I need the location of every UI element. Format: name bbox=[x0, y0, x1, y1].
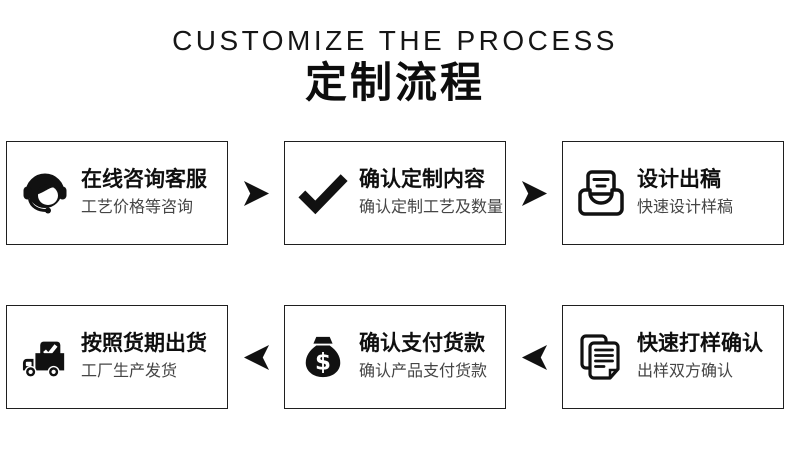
left-arrow-icon bbox=[506, 344, 562, 371]
step-subtitle: 工艺价格等咨询 bbox=[81, 199, 194, 216]
step-box-sample-confirm: 快速打样确认 出样双方确认 bbox=[562, 305, 784, 409]
step-box-design-draft: 设计出稿 快速设计样稿 bbox=[562, 141, 784, 245]
customer-service-icon bbox=[20, 168, 70, 218]
step-title: 设计出稿 bbox=[637, 168, 721, 191]
documents-icon bbox=[576, 332, 626, 382]
check-icon bbox=[298, 168, 348, 218]
step-subtitle: 确认产品支付货款 bbox=[359, 363, 488, 380]
step-subtitle: 工厂生产发货 bbox=[81, 363, 178, 380]
delivery-truck-icon bbox=[20, 332, 70, 382]
step-box-online-consult: 在线咨询客服 工艺价格等咨询 bbox=[6, 141, 228, 245]
page-title-english: CUSTOMIZE THE PROCESS bbox=[172, 25, 618, 56]
step-subtitle: 出样双方确认 bbox=[637, 363, 734, 380]
design-draft-icon bbox=[576, 168, 626, 218]
step-title: 在线咨询客服 bbox=[81, 168, 207, 191]
page-title-chinese: 定制流程 bbox=[304, 59, 485, 106]
process-row-1: 在线咨询客服 工艺价格等咨询 确认定制内容 确认定制工艺及数量 bbox=[6, 141, 784, 245]
step-title: 按照货期出货 bbox=[81, 332, 207, 355]
step-subtitle: 确认定制工艺及数量 bbox=[359, 199, 504, 216]
right-arrow-icon bbox=[506, 180, 562, 207]
step-box-confirm-payment: $ 确认支付货款 确认产品支付货款 bbox=[284, 305, 506, 409]
step-box-confirm-content: 确认定制内容 确认定制工艺及数量 bbox=[284, 141, 506, 245]
money-bag-icon: $ bbox=[298, 332, 348, 382]
step-title: 确认定制内容 bbox=[359, 168, 485, 191]
step-title: 快速打样确认 bbox=[637, 332, 763, 355]
left-arrow-icon bbox=[228, 344, 284, 371]
svg-text:$: $ bbox=[315, 349, 331, 375]
step-title: 确认支付货款 bbox=[359, 332, 485, 355]
step-subtitle: 快速设计样稿 bbox=[637, 199, 734, 216]
process-row-2: 按照货期出货 工厂生产发货 $ 确认支付货款 确认产品支付货款 bbox=[6, 305, 784, 409]
step-box-ship-on-schedule: 按照货期出货 工厂生产发货 bbox=[6, 305, 228, 409]
right-arrow-icon bbox=[228, 180, 284, 207]
